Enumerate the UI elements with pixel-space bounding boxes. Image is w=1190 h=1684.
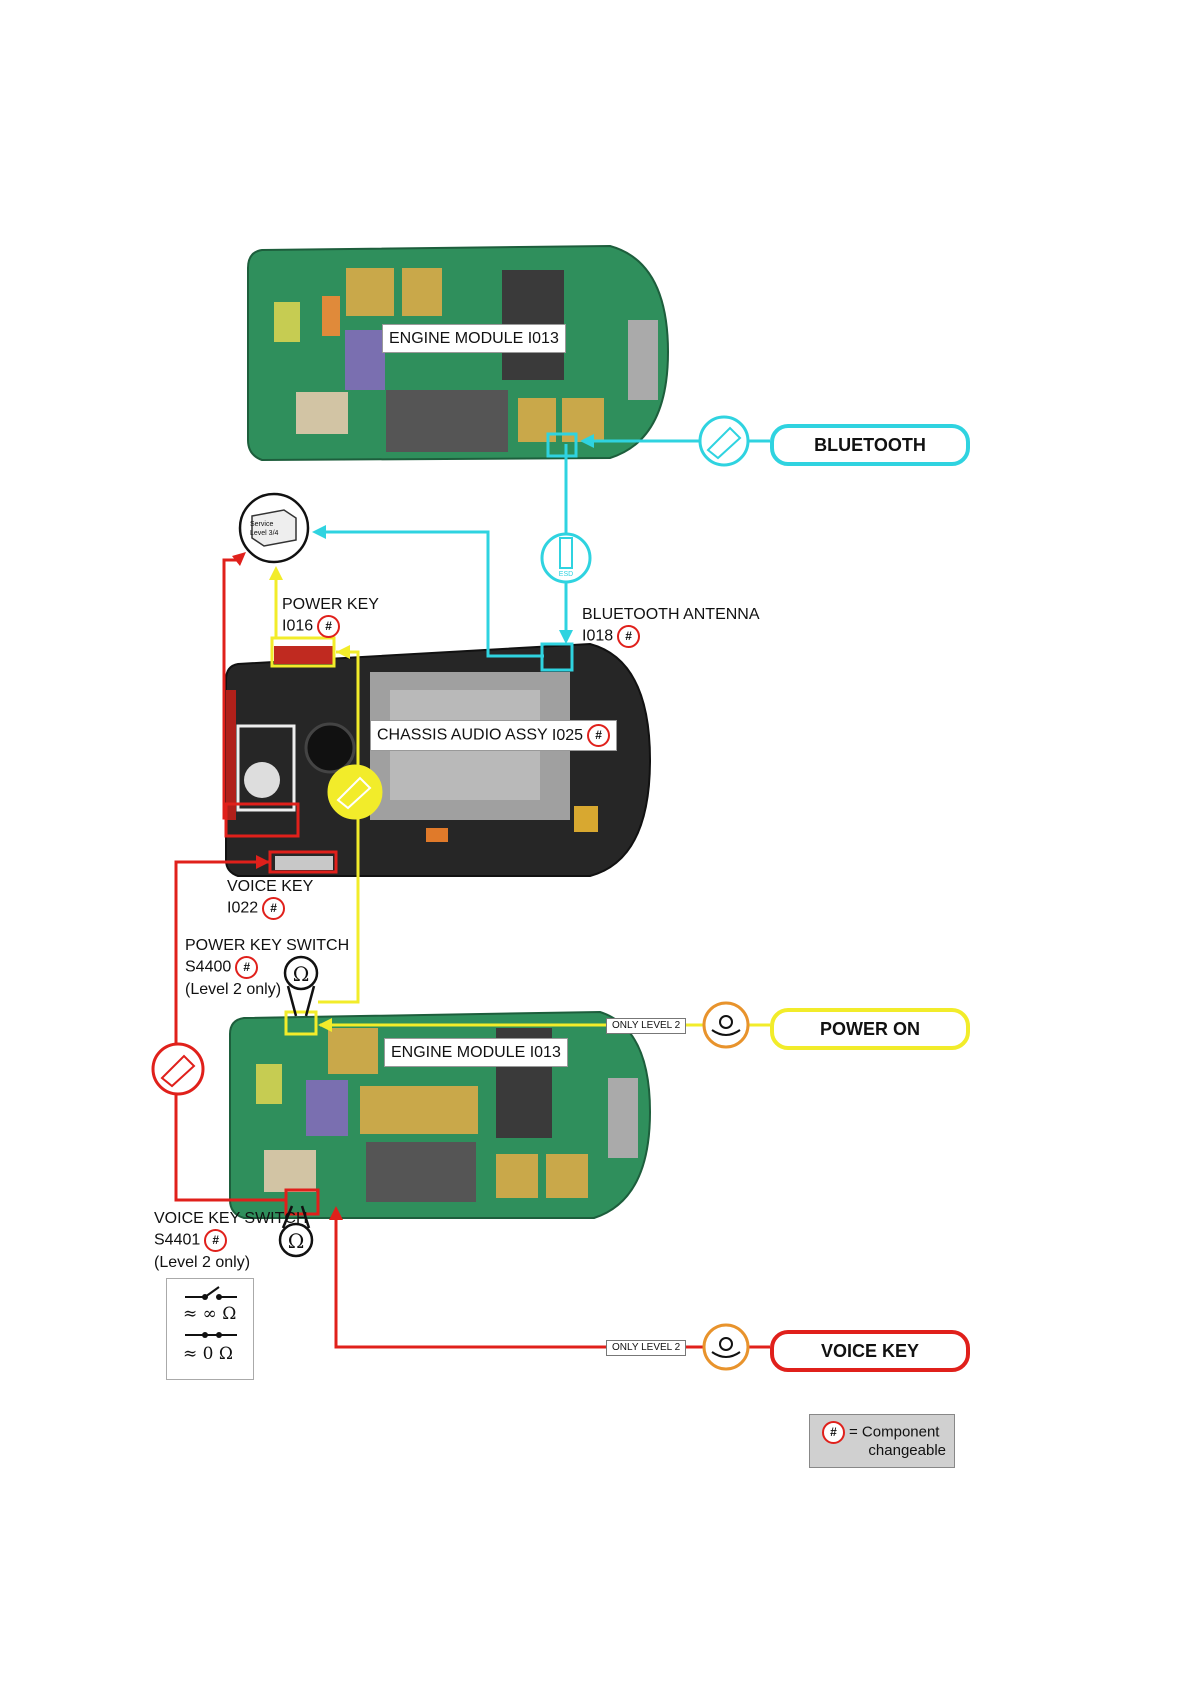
esd-icon: ESD <box>540 532 592 584</box>
engine-module-top-label: ENGINE MODULE I013 <box>382 324 566 353</box>
power-key-label: POWER KEY I016# <box>282 594 379 638</box>
power-test-icon <box>327 764 383 820</box>
hash-icon: # <box>822 1421 845 1444</box>
bluetooth-arrow-service <box>312 525 326 539</box>
power-on-pill: POWER ON <box>770 1008 970 1050</box>
voice-key-label: VOICE KEY I022# <box>227 876 313 920</box>
ohm-symbol-top: Ω <box>293 962 310 986</box>
power-flow-lines <box>274 574 770 1027</box>
voice-key-pill: VOICE KEY <box>770 1330 970 1372</box>
component-changeable-key: #= Component changeable <box>809 1414 955 1468</box>
open-switch-value: ≈ ∞ Ω <box>183 1304 237 1324</box>
bluetooth-arrow-down <box>559 630 573 644</box>
bluetooth-test-icon <box>698 415 750 467</box>
voice-arrow-service <box>232 552 246 566</box>
hash-icon: # <box>262 897 286 920</box>
hash-icon: # <box>317 615 341 638</box>
service-manual-icon <box>238 492 310 564</box>
service-level-text: Service Level 3/4 <box>250 521 279 537</box>
power-arrow-board <box>318 1018 332 1032</box>
voice-flow-lines <box>174 558 770 1349</box>
only-level-2-voice-tag: ONLY LEVEL 2 <box>606 1340 687 1356</box>
hash-icon: # <box>587 724 611 747</box>
hash-icon: # <box>235 956 259 979</box>
voice-key-press-icon <box>702 1323 750 1371</box>
bluetooth-flow-lines <box>318 439 770 658</box>
voice-test-icon <box>151 1042 205 1096</box>
chassis-audio-assy-image <box>224 636 652 877</box>
switch-legend: ≈ ∞ Ω ≈ 0 Ω <box>166 1278 254 1380</box>
power-on-press-icon <box>702 1001 750 1049</box>
engine-module-top-board <box>247 244 670 462</box>
power-arrow-chassis <box>336 645 350 659</box>
esd-text: ESD <box>559 571 573 578</box>
closed-switch-value: ≈ 0 Ω <box>183 1344 233 1364</box>
switch-symbols <box>185 1286 237 1338</box>
chassis-audio-label: CHASSIS AUDIO ASSY I025# <box>370 720 618 751</box>
only-level-2-power-tag: ONLY LEVEL 2 <box>606 1018 687 1034</box>
voice-arrow-chassis <box>256 855 270 869</box>
voice-key-switch-label: VOICE KEY SWITCH S4401# (Level 2 only) <box>154 1210 308 1271</box>
power-switch-ohmmeter: Ω <box>283 955 319 1017</box>
power-key-switch-label: POWER KEY SWITCH S4400# (Level 2 only) <box>185 937 350 998</box>
hash-icon: # <box>617 625 641 648</box>
bluetooth-arrow-left <box>580 434 594 448</box>
ohm-symbol-bottom: Ω <box>288 1229 305 1253</box>
voice-switch-ohmmeter: Ω <box>278 1205 314 1258</box>
hash-icon: # <box>204 1229 228 1252</box>
bluetooth-pill: BLUETOOTH <box>770 424 970 466</box>
voice-arrow-board <box>329 1206 343 1220</box>
power-arrow-service <box>269 566 283 580</box>
engine-module-bottom-label: ENGINE MODULE I013 <box>384 1038 568 1067</box>
bluetooth-antenna-label: BLUETOOTH ANTENNA I018# <box>582 604 760 648</box>
